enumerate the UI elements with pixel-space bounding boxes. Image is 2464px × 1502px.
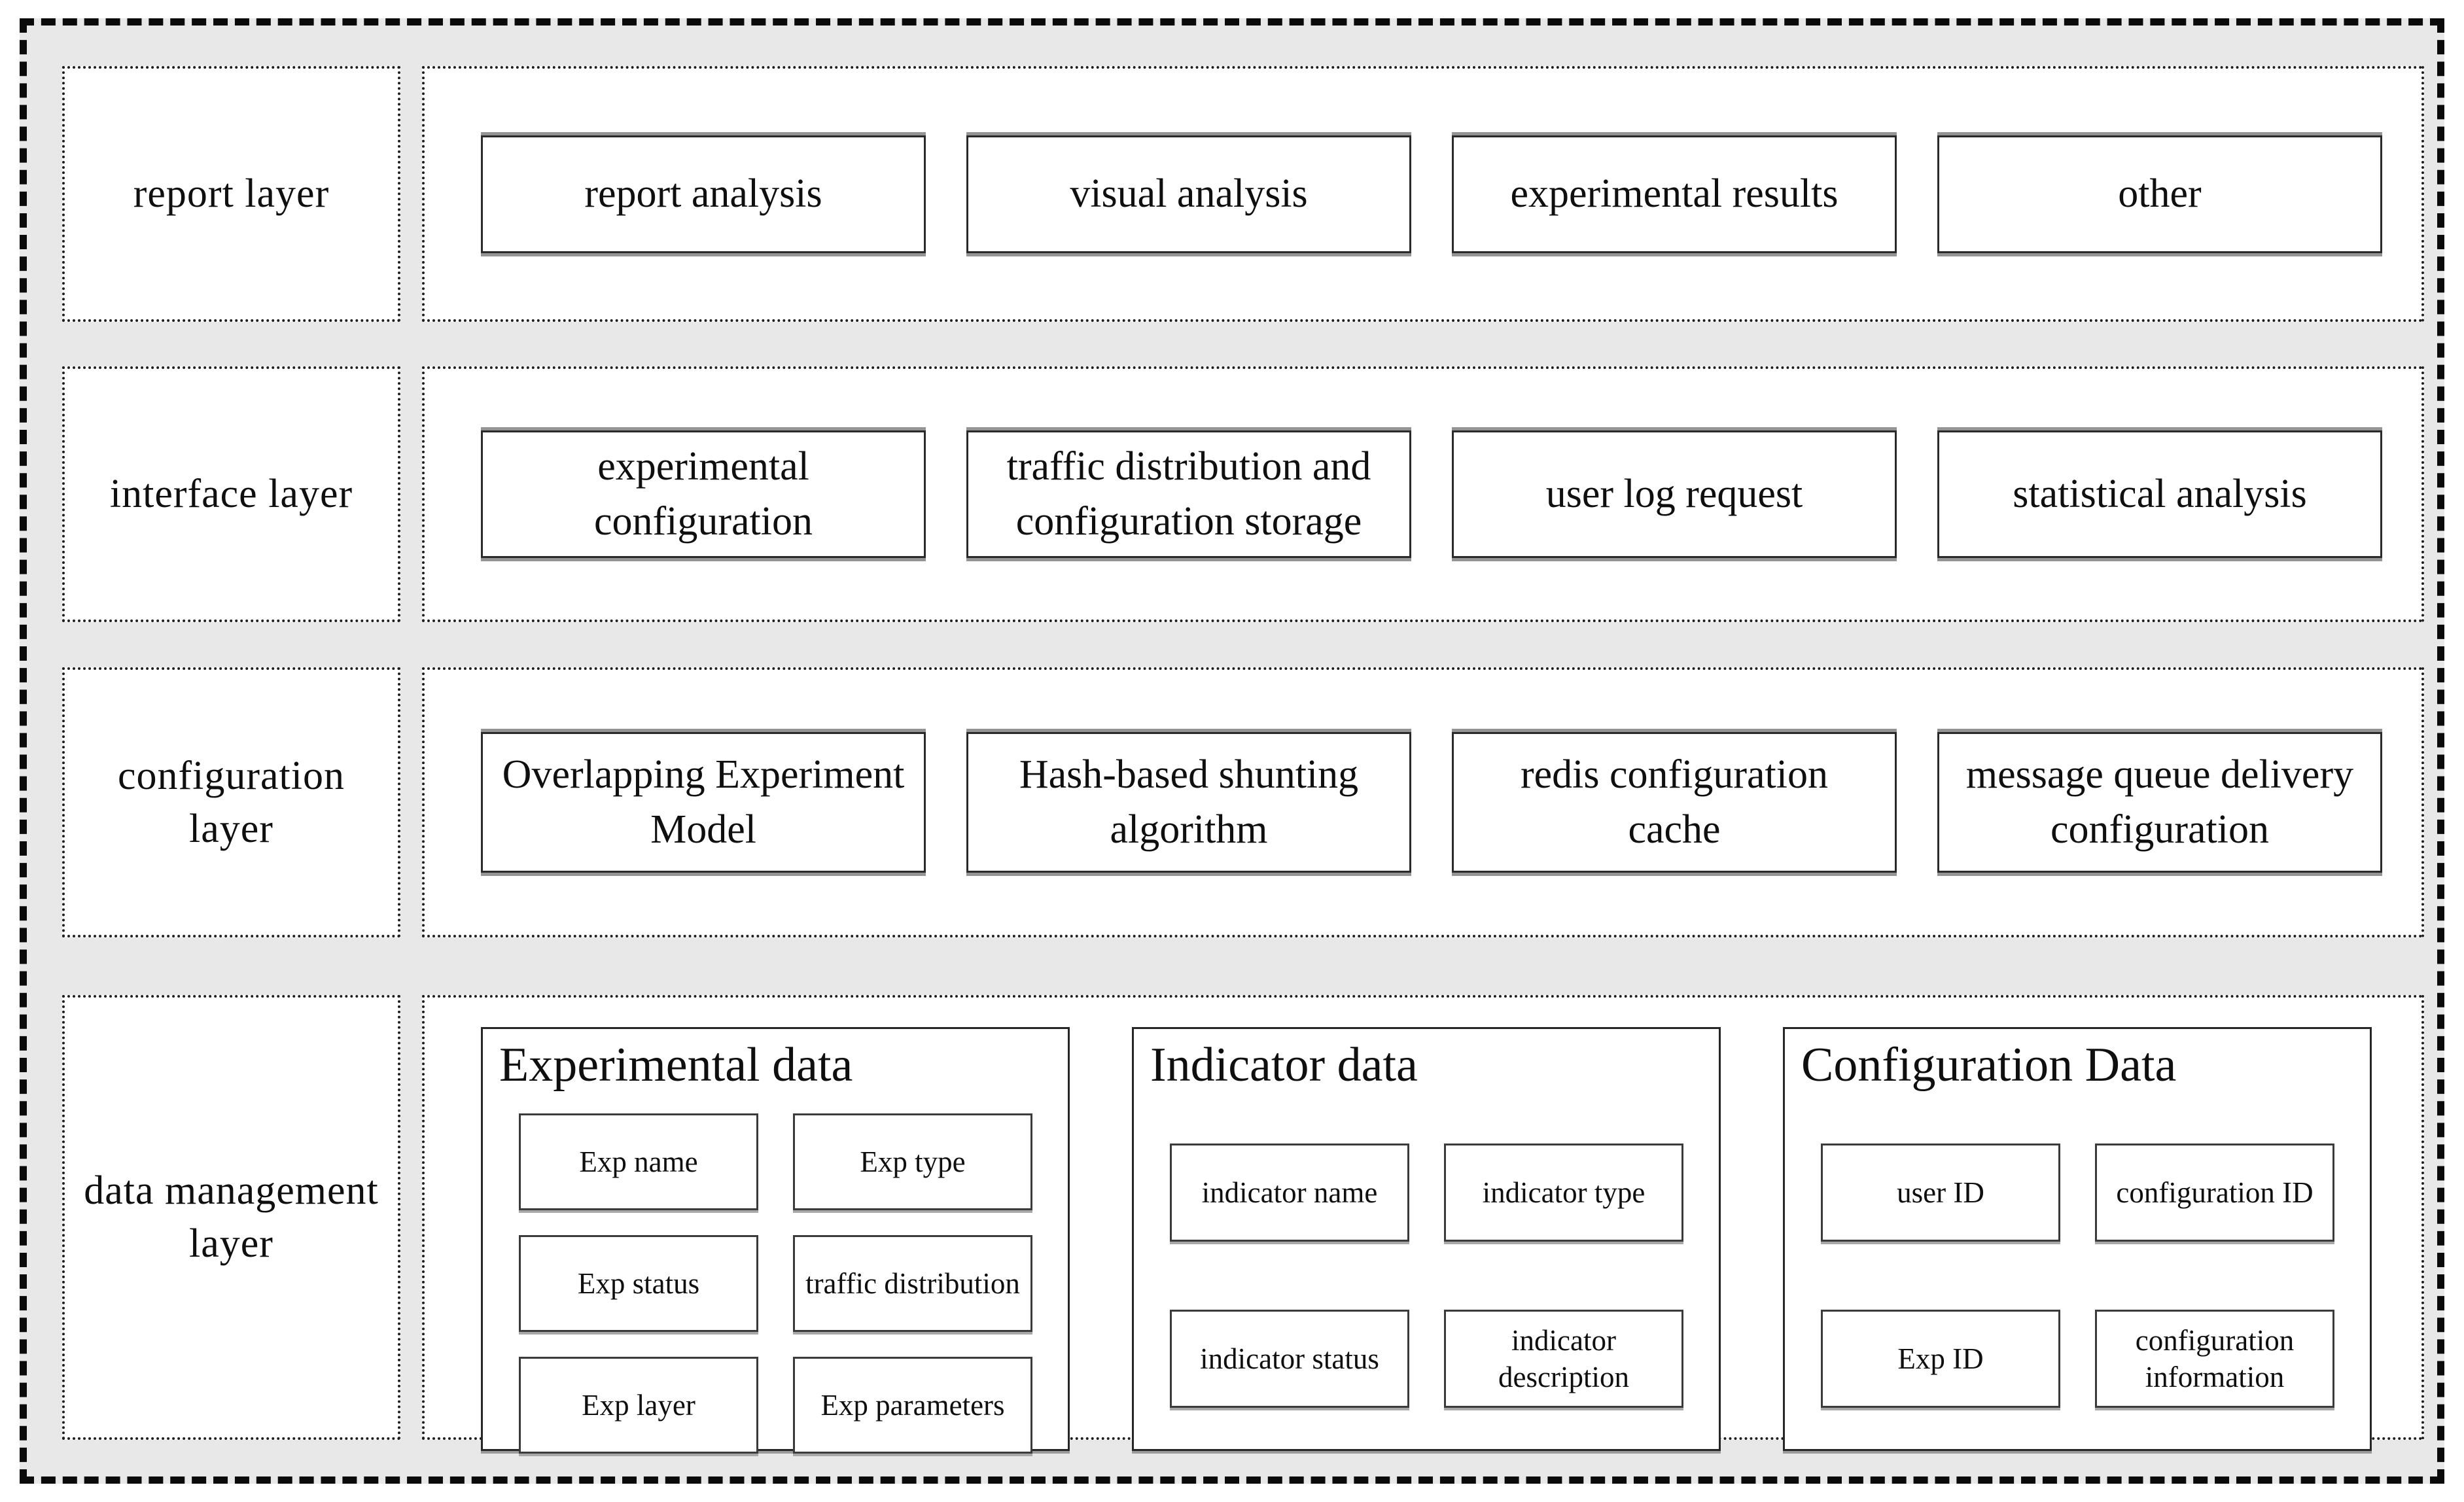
field-label: Exp status [577, 1266, 700, 1300]
box-other: other [1937, 135, 2382, 253]
group-title: Experimental data [499, 1038, 853, 1092]
row-data-management-layer: data management layer Experimental data … [27, 995, 2437, 1454]
field-label: indicator type [1482, 1176, 1646, 1209]
field-label: configuration information [2135, 1323, 2295, 1393]
layer-label-interface: interface layer [62, 366, 400, 622]
box-statistical-analysis: statistical analysis [1937, 430, 2382, 558]
field-label: Exp parameters [820, 1388, 1005, 1422]
field-indicator-description: indicator description [1444, 1309, 1683, 1408]
field-exp-parameters: Exp parameters [793, 1356, 1032, 1454]
box-label: message queue delivery configuration [1965, 752, 2354, 852]
box-label: Overlapping Experiment Model [502, 752, 905, 852]
box-overlapping-experiment-model: Overlapping Experiment Model [481, 732, 926, 873]
field-indicator-type: indicator type [1444, 1143, 1683, 1242]
box-label: report analysis [584, 171, 822, 216]
field-label: Exp ID [1897, 1342, 1984, 1375]
configuration-layer-container: Overlapping Experiment Model Hash-based … [422, 667, 2424, 937]
group-title: Indicator data [1150, 1038, 1418, 1092]
field-exp-type: Exp type [793, 1113, 1032, 1210]
box-label: other [2118, 171, 2202, 216]
box-label: user log request [1545, 471, 1803, 516]
box-message-queue-delivery: message queue delivery configuration [1937, 732, 2382, 873]
box-redis-configuration-cache: redis configuration cache [1452, 732, 1897, 873]
box-label: experimental configuration [593, 444, 813, 544]
configuration-data-fields: user ID configuration ID Exp ID configur… [1821, 1143, 2337, 1408]
field-exp-layer: Exp layer [519, 1356, 758, 1454]
layer-label-data-management: data management layer [62, 995, 400, 1440]
field-exp-status: Exp status [519, 1234, 758, 1332]
row-configuration-layer: configuration layer Overlapping Experime… [27, 667, 2437, 937]
field-label: user ID [1897, 1176, 1984, 1209]
group-title: Configuration Data [1801, 1038, 2177, 1092]
indicator-data-fields: indicator name indicator type indicator … [1170, 1143, 1686, 1408]
configuration-layer-boxes: Overlapping Experiment Model Hash-based … [425, 670, 2421, 935]
data-management-container: Experimental data Exp name Exp type Exp … [422, 995, 2424, 1454]
layer-label-text: interface layer [109, 472, 353, 517]
layer-label-report: report layer [62, 66, 400, 322]
field-configuration-id: configuration ID [2095, 1143, 2334, 1242]
outer-dashed-frame: report layer report analysis visual anal… [20, 18, 2444, 1484]
report-layer-boxes: report analysis visual analysis experime… [425, 69, 2421, 319]
field-indicator-status: indicator status [1170, 1309, 1409, 1408]
row-interface-layer: interface layer experimental configurati… [27, 366, 2437, 622]
data-groups: Experimental data Exp name Exp type Exp … [425, 998, 2421, 1454]
field-exp-id: Exp ID [1821, 1309, 2060, 1408]
field-exp-name: Exp name [519, 1113, 758, 1210]
field-user-id: user ID [1821, 1143, 2060, 1242]
box-hash-based-shunting: Hash-based shunting algorithm [966, 732, 1411, 873]
group-experimental-data: Experimental data Exp name Exp type Exp … [481, 1027, 1070, 1454]
box-traffic-distribution-storage: traffic distribution and configuration s… [966, 430, 1411, 558]
field-label: configuration ID [2116, 1176, 2314, 1209]
box-label: traffic distribution and configuration s… [1006, 444, 1371, 544]
group-indicator-data: Indicator data indicator name indicator … [1132, 1027, 1721, 1451]
field-label: indicator status [1200, 1342, 1379, 1375]
field-label: indicator name [1201, 1176, 1378, 1209]
box-label: visual analysis [1070, 171, 1308, 216]
report-layer-container: report analysis visual analysis experime… [422, 66, 2424, 322]
layer-label-text: report layer [133, 171, 330, 217]
box-visual-analysis: visual analysis [966, 135, 1411, 253]
interface-layer-boxes: experimental configuration traffic distr… [425, 369, 2421, 620]
field-label: Exp type [860, 1145, 966, 1178]
field-label: Exp name [579, 1145, 698, 1178]
field-traffic-distribution: traffic distribution [793, 1234, 1032, 1332]
layer-label-configuration: configuration layer [62, 667, 400, 937]
row-report-layer: report layer report analysis visual anal… [27, 66, 2437, 322]
group-configuration-data: Configuration Data user ID configuration… [1783, 1027, 2372, 1451]
field-label: Exp layer [582, 1388, 695, 1422]
field-indicator-name: indicator name [1170, 1143, 1409, 1242]
box-user-log-request: user log request [1452, 430, 1897, 558]
interface-layer-container: experimental configuration traffic distr… [422, 366, 2424, 622]
field-label: traffic distribution [805, 1266, 1020, 1300]
experimental-data-fields: Exp name Exp type Exp status traffic dis… [519, 1113, 1035, 1454]
box-experimental-results: experimental results [1452, 135, 1897, 253]
field-configuration-information: configuration information [2095, 1309, 2334, 1408]
field-label: indicator description [1498, 1323, 1629, 1393]
layer-label-text: data management layer [84, 1168, 379, 1266]
box-label: redis configuration cache [1520, 752, 1829, 852]
box-label: statistical analysis [2013, 471, 2307, 516]
box-experimental-configuration: experimental configuration [481, 430, 926, 558]
box-label: Hash-based shunting algorithm [1019, 752, 1359, 852]
box-label: experimental results [1510, 171, 1839, 216]
box-report-analysis: report analysis [481, 135, 926, 253]
layer-label-text: configuration layer [117, 753, 345, 851]
